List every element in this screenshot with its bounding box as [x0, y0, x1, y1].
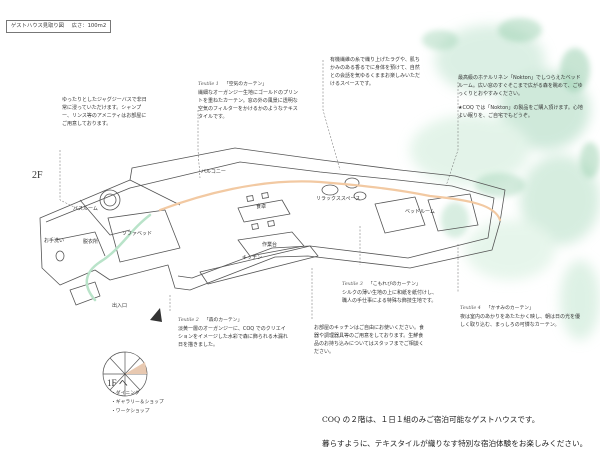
room-washroom: お手洗い [44, 238, 65, 244]
room-kitchen: キッチン [242, 255, 263, 261]
note-bedroom: 最高級のホテルリネン「Nokton」でしつらえたベッドルーム。広い窓のすぐそこま… [458, 74, 583, 120]
footer-text: COQ の２階は、１日１組のみご宿泊可能なゲストハウスです。 暮らすように、テキ… [322, 402, 587, 462]
relax-seat-3 [353, 191, 367, 201]
watercolor-foliage [410, 18, 600, 340]
jacuzzi [99, 189, 121, 211]
note-relax: 有機繊維の糸で織り上げたラグや、肌ちかみのある香るでに身体を預けて、自然との会話… [330, 57, 420, 87]
floor-1f-label: 1F へ [107, 378, 128, 388]
floor-plan [39, 60, 506, 397]
orange-path [158, 180, 502, 222]
note-kitchen: お部屋のキッチンはご自由にお使いください。食器や調理器具等のご用意をしております… [314, 325, 425, 355]
bed-left [374, 196, 426, 234]
footer-line-2: 暮らすように、テキスタイルが織りなす特別な宿泊体験をお楽しみください。 [322, 439, 588, 448]
textile-label: Textile 2 [178, 318, 199, 323]
textile-body: 淡黄一層のオーガンジーに、COQ でのクリエイションをイメージした水彩で森に飾ら… [178, 326, 288, 348]
entrance-arrow [150, 308, 162, 322]
room-bedroom: ベッドルーム [405, 209, 435, 215]
note-kasumi-curtain: Textile 4 「かすみのカーテン」 夜は室内のあかりをあたたかく映し、朝は… [460, 294, 580, 329]
textile-body: 繊細なオーガンジー生地にゴールドのプリントを重ねたカーテン。窓の外の風景に透明な… [198, 90, 299, 120]
textile-title: 「森のカーテン」 [203, 318, 243, 323]
green-path [85, 213, 152, 302]
textile-label: Textile 4 [460, 306, 481, 311]
footer-line-1: COQ の２階は、１日１組のみご宿泊可能なゲストハウスです。 [322, 415, 540, 424]
room-relax-space: リラックススペース [316, 196, 361, 202]
textile-label: Textile 3 [342, 282, 363, 287]
dining-table [237, 199, 291, 223]
textile-title: 「こもれびのカーテン」 [367, 282, 421, 287]
floor-1f-list: ・ダイニング ・ギャラリー＆ショップ ・ワークショップ [111, 389, 164, 416]
workbench-table [237, 231, 305, 257]
room-dining: 食卓 [256, 204, 267, 210]
note-kobo-curtain: Textile 3 「こもれびのカーテン」 シルクの薄い生地の上に和紙を紙付けし… [342, 270, 437, 305]
bed-right [427, 193, 479, 232]
header-box: ゲストハウス見取り図 広さ：100m2 [6, 20, 112, 33]
kitchen-counter [199, 245, 319, 285]
room-entrance: 出入口 [112, 303, 128, 309]
floor-1f-item: ・ダイニング [111, 391, 140, 396]
room-sofa-bed: ソファベッド [122, 231, 153, 237]
note-bath: ゆったりとしたジャグジーバスで非日常に浸っていただけます。シャンプー、リンス等の… [62, 97, 147, 127]
note-forest-curtain: Textile 2 「森のカーテン」 淡黄一層のオーガンジーに、COQ でのクリ… [178, 306, 288, 349]
floor-1f-item: ・ギャラリー＆ショップ [111, 400, 164, 405]
textile-label: Textile 1 [198, 82, 219, 87]
header-size: 広さ：100m2 [71, 23, 107, 29]
textile-title: 「空気のカーテン」 [223, 82, 268, 87]
relax-seat-1 [321, 184, 339, 196]
textile-title: 「かすみのカーテン」 [485, 306, 534, 311]
room-balcony: バルコニー [201, 169, 226, 175]
note-sky-curtain: Textile 1 「空気のカーテン」 繊細なオーガンジー生地にゴールドのプリン… [198, 70, 300, 121]
room-workbench: 作業台 [262, 242, 278, 248]
textile-body: シルクの薄い生地の上に和紙を紙付けし、職人の手仕事による特殊な飾技生地です。 [342, 290, 438, 304]
header-title: ゲストハウス見取り図 [11, 23, 64, 29]
textile-body: 夜は室内のあかりをあたたかく映し、朝は日の光を優しく取り込む、まっしろの可憐なカ… [460, 314, 581, 328]
floor-2f-label: 2F [32, 170, 43, 181]
bedroom-shop: ★COQ では「Nokton」の製品をご購入頂けます。心地よい眠りを、ご自宅でも… [458, 105, 583, 119]
relax-seat-2 [344, 177, 360, 189]
bedroom-body: 最高級のホテルリネン「Nokton」でしつらえたベッドルーム。広い窓のすぐそこま… [458, 75, 583, 97]
floor-1f-item: ・ワークショップ [111, 409, 150, 414]
outer-wall [39, 147, 506, 291]
room-bathroom: バスルーム [73, 206, 98, 212]
room-dressing: 脱衣所 [83, 239, 99, 245]
